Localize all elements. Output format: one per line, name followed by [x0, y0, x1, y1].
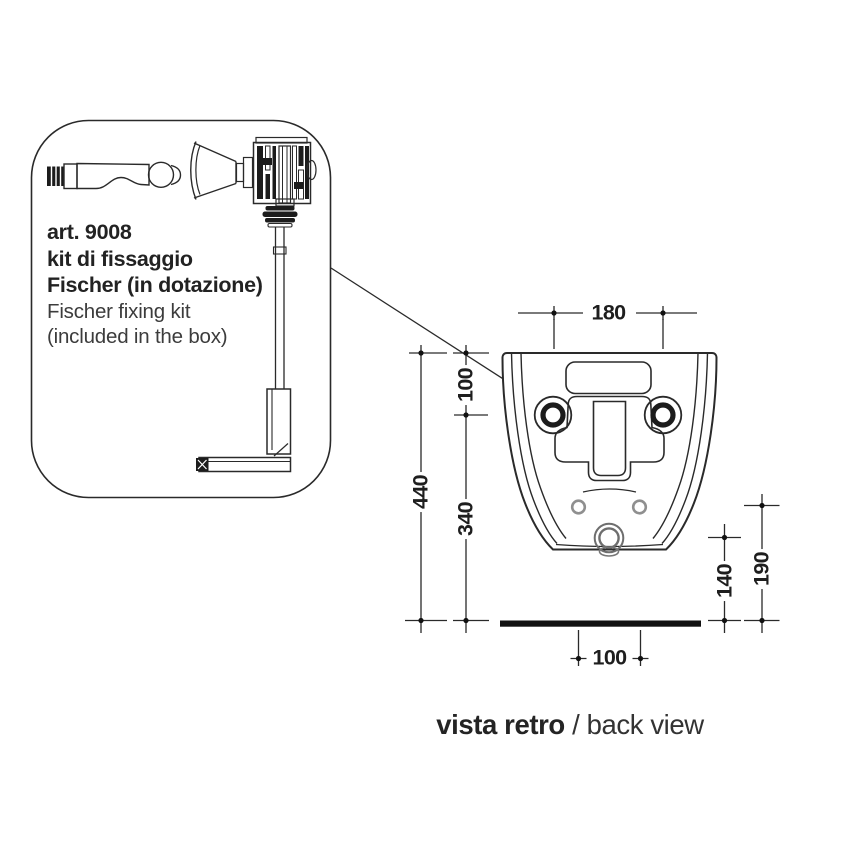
- drain-hole: [593, 522, 625, 557]
- small-hole-left: [570, 499, 587, 515]
- fixture-outline: [501, 352, 718, 551]
- kit-caption-line4: Fischer fixing kit: [47, 299, 191, 323]
- rod-drawing: [272, 227, 287, 389]
- wall-plug-cone-drawing: [190, 141, 237, 200]
- dim-label-100-left: 100: [453, 364, 479, 405]
- kit-caption-line2: kit di fissaggio: [47, 246, 193, 271]
- dim-label-190: 190: [749, 548, 775, 590]
- view-caption-italian: vista retro: [436, 709, 565, 740]
- dim-label-100-bottom: 100: [592, 645, 627, 669]
- threaded-collar-drawing: [262, 198, 298, 228]
- top-recess: [565, 361, 652, 395]
- l-bracket-drawing: [196, 388, 292, 473]
- view-caption-separator: /: [572, 709, 580, 740]
- keyhole-slot: [592, 400, 627, 477]
- dim-label-140: 140: [712, 560, 737, 601]
- floor-line: [500, 620, 701, 627]
- dimension-lines: [405, 306, 780, 666]
- dim-180-lines: [518, 306, 697, 349]
- kit-caption-art-number: art. 9008: [47, 220, 132, 244]
- small-hole-right: [631, 499, 648, 515]
- left-mounting-hole: [533, 395, 573, 435]
- dim-label-340: 340: [453, 498, 479, 539]
- view-caption: vista retro / back view: [436, 709, 705, 741]
- kit-caption-line3: Fischer (in dotazione): [47, 273, 263, 297]
- dim-right-lines: [708, 494, 780, 633]
- dim-bottom-lines: [570, 630, 649, 666]
- inset-frame: [30, 119, 332, 499]
- kit-caption-line5: (included in the box): [47, 325, 228, 348]
- fixing-bracket-drawing: [235, 136, 317, 205]
- view-caption-english: back view: [586, 709, 705, 740]
- fixture-back-view-drawing: [501, 352, 718, 557]
- fixing-kit-caption: art. 9008 kit di fissaggio Fischer (in d…: [47, 219, 263, 350]
- right-mounting-hole: [643, 395, 683, 435]
- mounting-panel: [554, 395, 665, 482]
- dim-label-180: 180: [588, 300, 629, 325]
- dim-label-440: 440: [408, 471, 434, 513]
- screw-drawing: [47, 161, 182, 190]
